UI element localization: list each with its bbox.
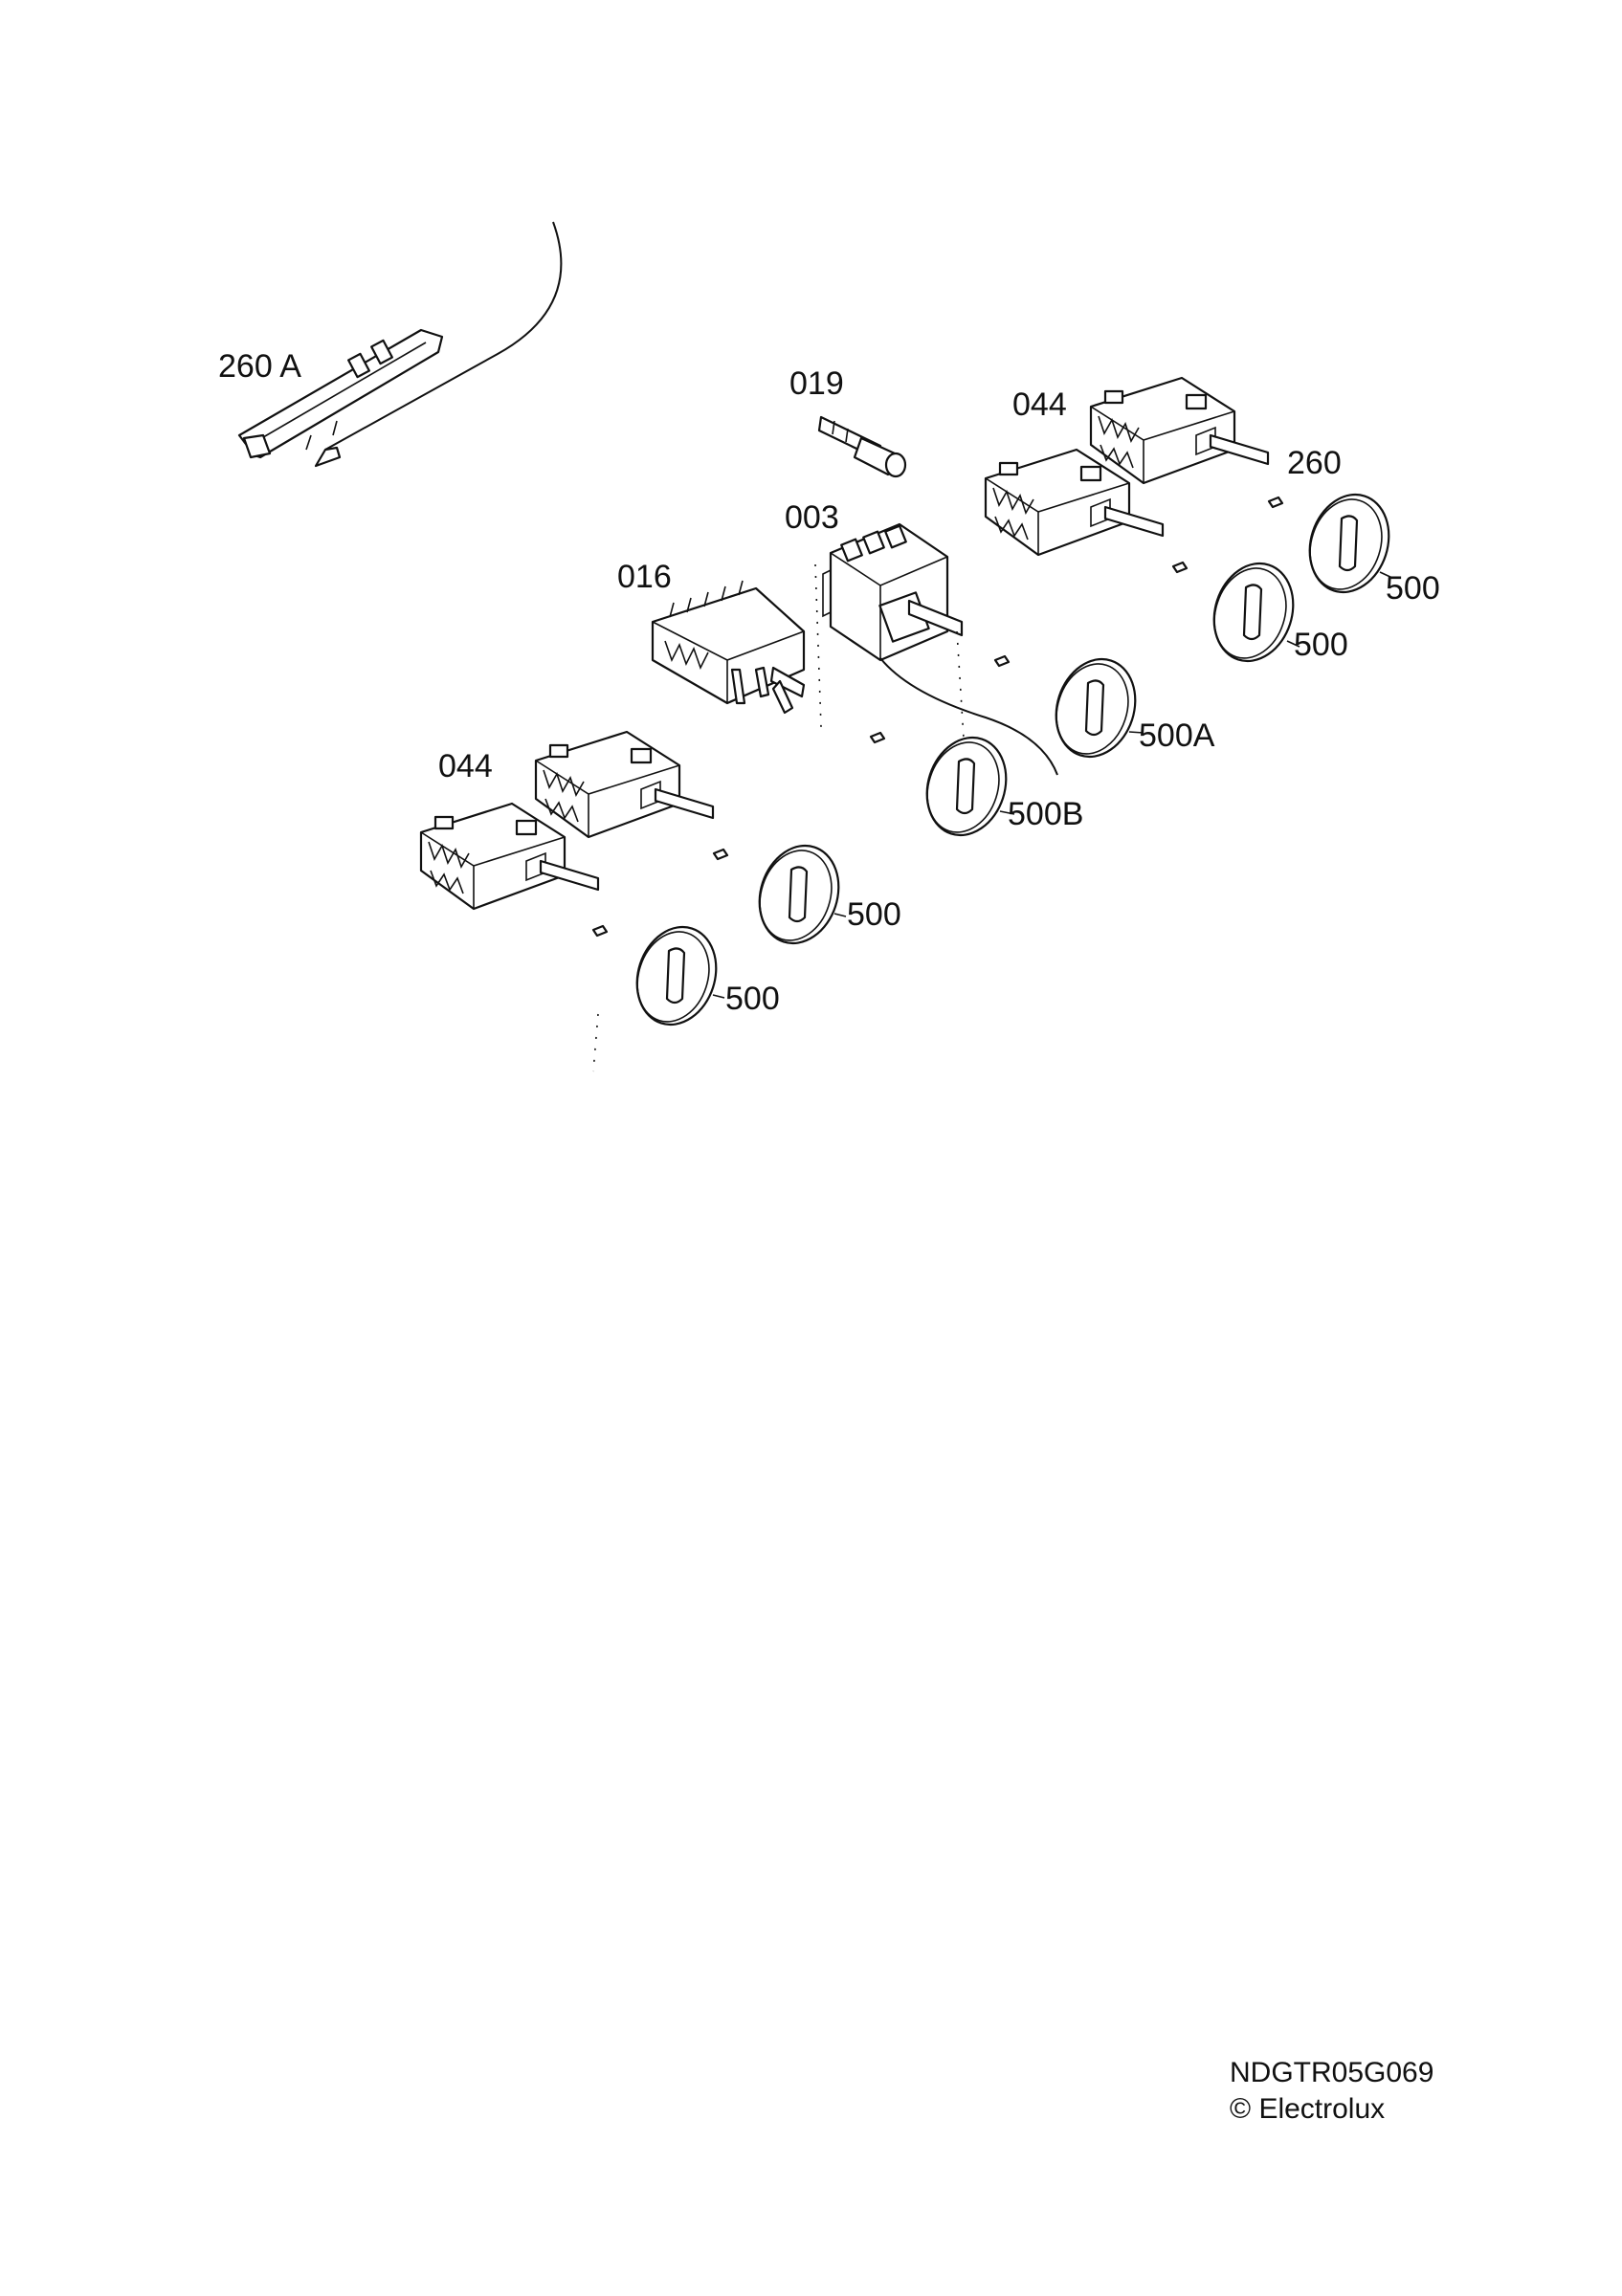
label-500-top-right: 500 <box>1386 570 1440 607</box>
label-500a: 500A <box>1139 718 1215 754</box>
label-016: 016 <box>617 559 672 595</box>
selector-switch-016 <box>651 580 806 715</box>
switch-044-left-upper <box>534 730 715 839</box>
lamp-019 <box>817 415 907 478</box>
knob-500-top-middle <box>1200 552 1307 673</box>
knob-500-left-lower <box>623 916 730 1036</box>
knob-500a <box>1042 648 1149 768</box>
knob-500-left-upper <box>745 834 853 955</box>
label-044-top: 044 <box>1012 386 1067 423</box>
label-500-top-middle: 500 <box>1294 627 1348 663</box>
label-260a: 260 A <box>218 348 301 385</box>
clip <box>993 654 1011 668</box>
label-044-left: 044 <box>438 748 493 784</box>
footer: NDGTR05G069 © Electrolux <box>1230 2055 1433 2128</box>
clip <box>869 731 886 744</box>
switch-044-top-upper <box>1089 376 1270 485</box>
label-500-left-upper: 500 <box>847 896 901 933</box>
copyright-notice: © Electrolux <box>1230 2093 1386 2125</box>
label-019: 019 <box>789 365 844 402</box>
clip-260 <box>1267 496 1284 509</box>
knob-500b <box>913 726 1020 847</box>
clip <box>712 848 729 861</box>
label-500-left-lower: 500 <box>725 981 780 1017</box>
thermostat-003 <box>822 522 1058 776</box>
label-003: 003 <box>785 499 839 536</box>
bracket-260a <box>237 221 563 468</box>
drawing-code: NDGTR05G069 <box>1230 2057 1434 2088</box>
label-260: 260 <box>1287 445 1342 481</box>
clip <box>591 924 609 938</box>
label-500b: 500B <box>1008 796 1083 832</box>
clip <box>1171 561 1189 574</box>
